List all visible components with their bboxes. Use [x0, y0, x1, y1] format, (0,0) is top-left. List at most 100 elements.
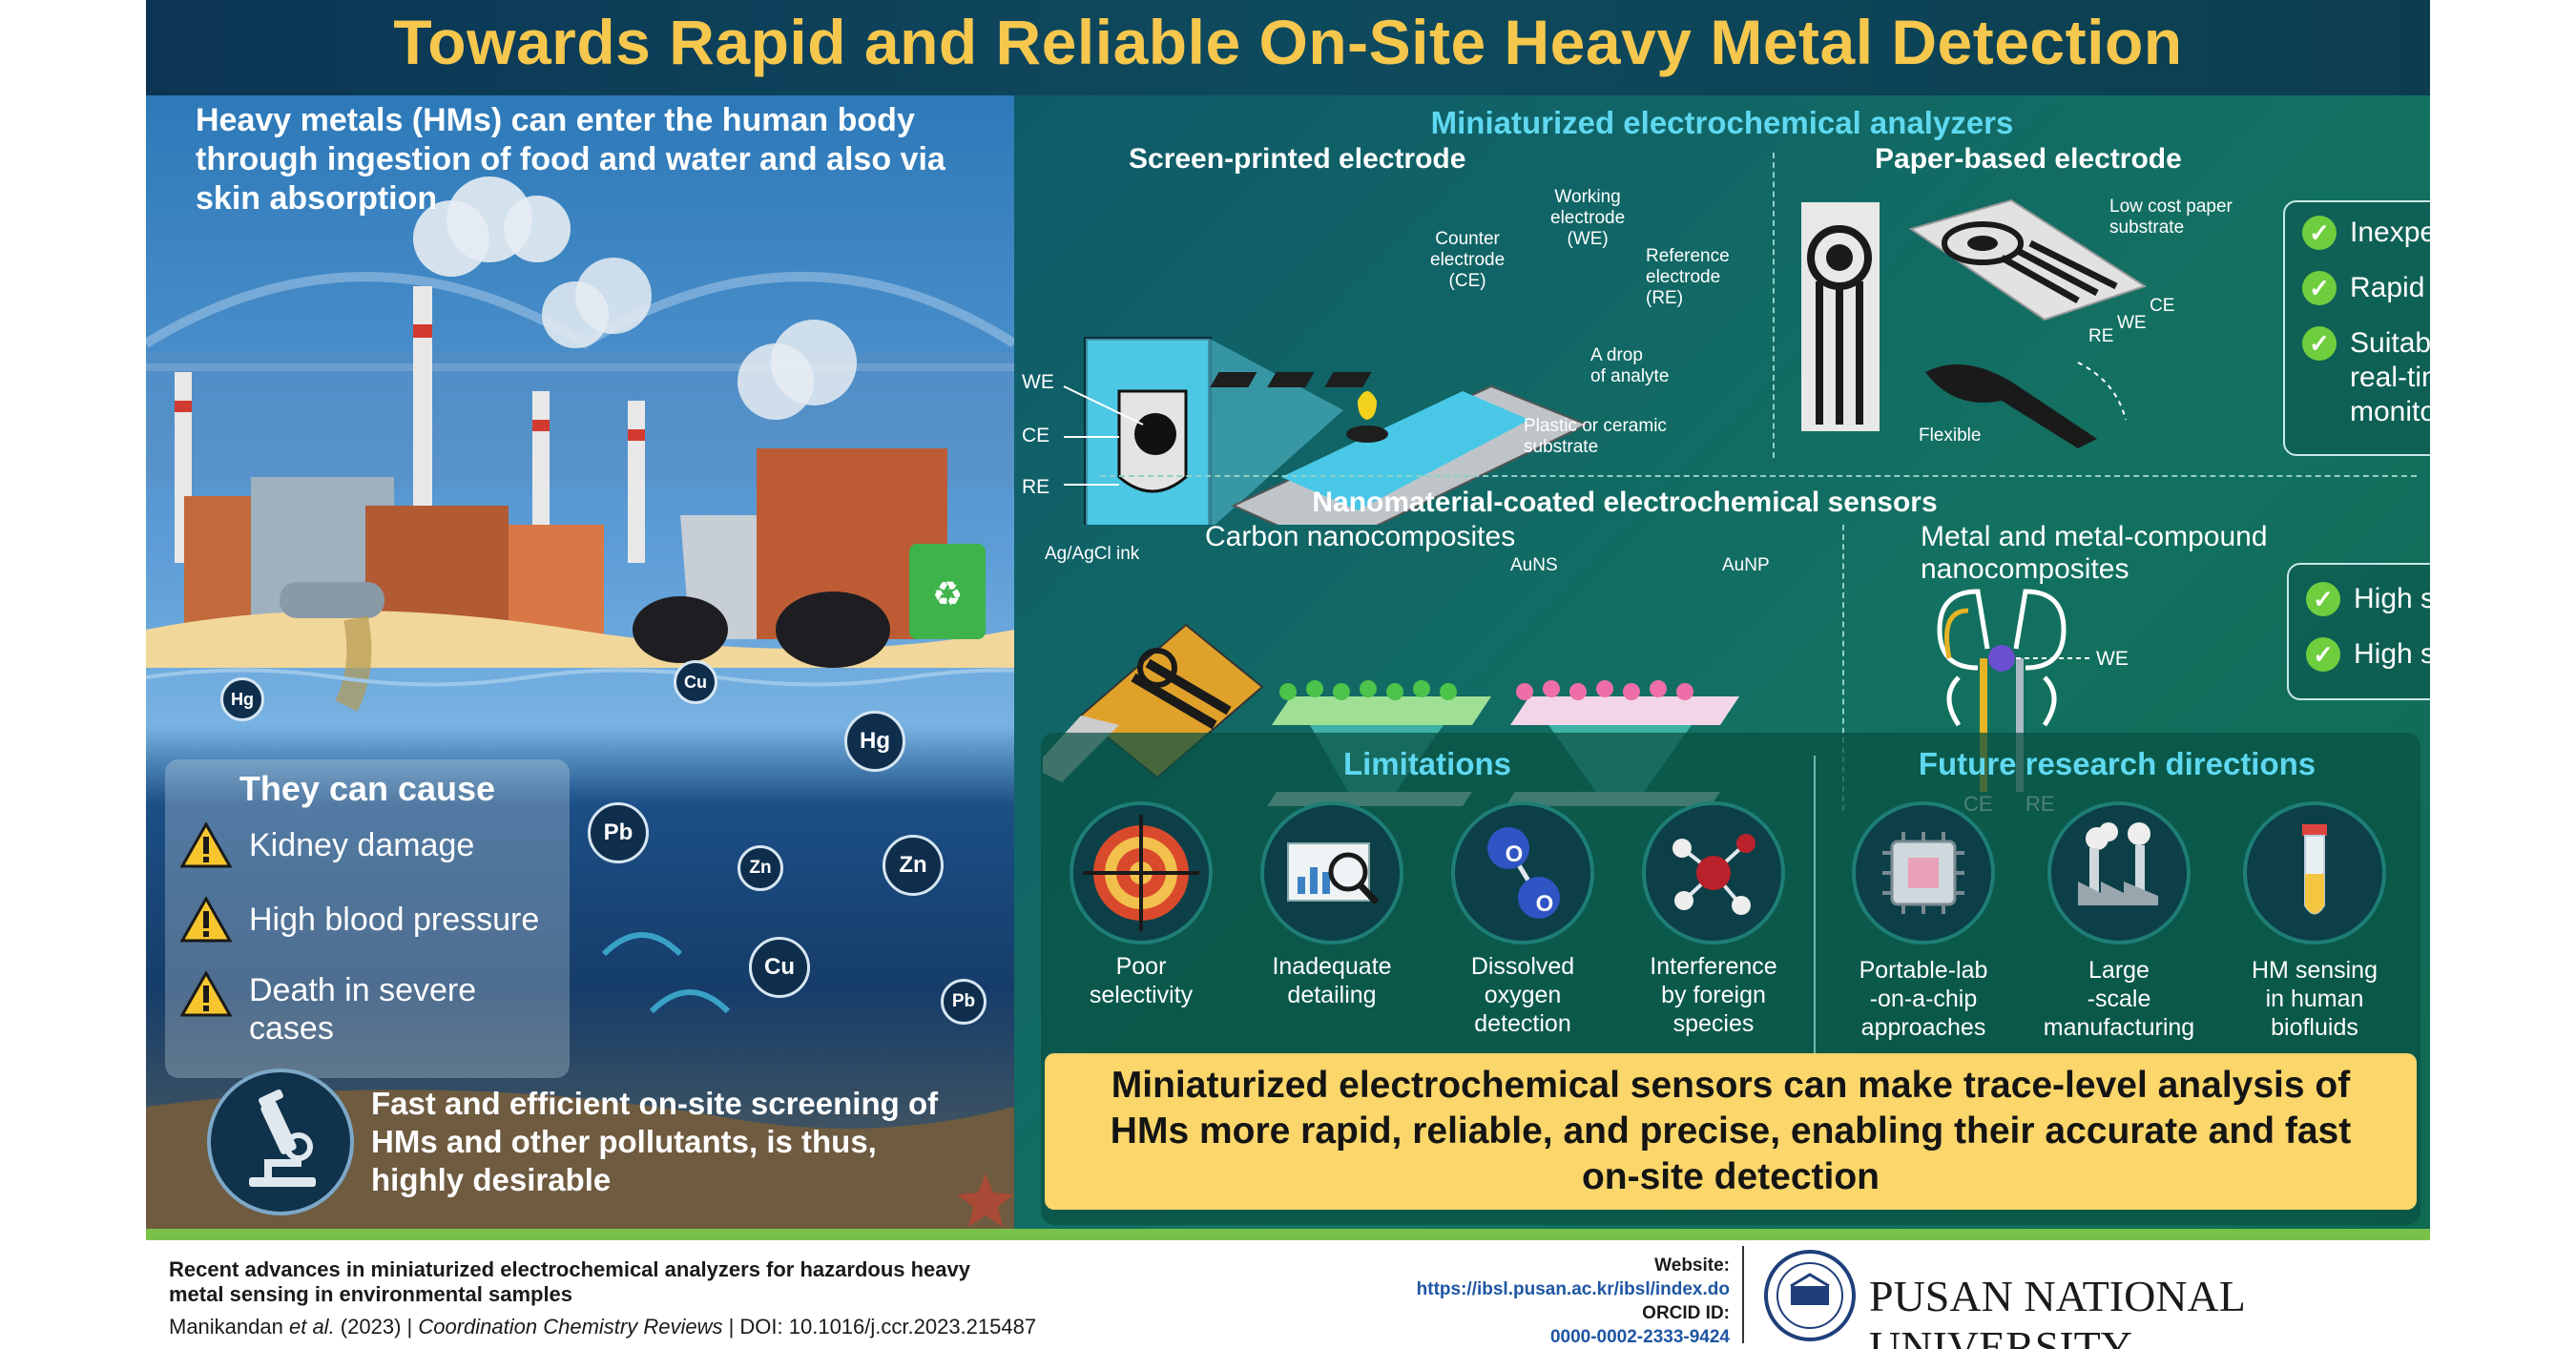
- label-line: Reference: [1646, 246, 1730, 266]
- benefit-text: High sensitivity: [2354, 638, 2430, 670]
- website-label: Website:: [1654, 1256, 1730, 1276]
- benefit-text: Inexpensive: [2350, 217, 2430, 248]
- nanoparticle-dots: [1279, 680, 1693, 700]
- label-line: substrate: [2109, 218, 2185, 238]
- right-panel: Miniaturized electrochemical analyzers S…: [1014, 95, 2430, 1240]
- orcid-link[interactable]: 0000-0002-2333-9424: [1549, 1327, 1730, 1347]
- screen-printed-electrode-illustration: [1063, 337, 1589, 525]
- caption-line: Dissolved: [1470, 953, 1575, 980]
- screening-line: HMs and other pollutants, is thus,: [371, 1124, 877, 1159]
- check-icon: ✓: [2302, 271, 2337, 305]
- benefit-line: Suitable for: [2350, 327, 2430, 359]
- check-icon: ✓: [2302, 326, 2337, 361]
- screening-line: Fast and efficient on-site screening of: [371, 1086, 939, 1121]
- warning-icon: [180, 971, 232, 1017]
- caption-line: oxygen: [1484, 982, 1562, 1008]
- label-line: (WE): [1567, 229, 1609, 249]
- benefit-text: Suitable forreal-timemonitoring: [2350, 326, 2430, 429]
- nano-benefits-box: ✓ High specificity ✓ High sensitivity: [2287, 563, 2430, 700]
- benefit-text: High specificity: [2354, 583, 2430, 614]
- label-line: A drop: [1590, 345, 1643, 365]
- benefit-item: ✓Inexpensive: [2302, 216, 2430, 250]
- paper-title-line: metal sensing in environmental samples: [169, 1282, 573, 1306]
- analyzers-header: Miniaturized electrochemical analyzers: [1430, 105, 2014, 140]
- future-header: Future research directions: [1918, 746, 2316, 781]
- conclusion-line: HMs more rapid, reliable, and precise, e…: [1110, 1110, 2352, 1152]
- spe-re-label: RE: [1022, 476, 1050, 498]
- spe-we-label: WE: [1022, 371, 1054, 393]
- flexible-label: Flexible: [1919, 425, 1982, 446]
- limitation-icon-circle: [1260, 801, 1403, 944]
- citation-authors: Manikandan: [169, 1315, 283, 1339]
- divider: [1842, 525, 1844, 811]
- ion-badge-zn: Zn: [737, 845, 783, 891]
- caption-line: Interference: [1650, 953, 1777, 980]
- paper-electrode-title: Paper-based electrode: [1875, 143, 2182, 175]
- label-line: (RE): [1646, 288, 1684, 308]
- conclusion-line: Miniaturized electrochemical sensors can…: [1111, 1065, 2351, 1106]
- warning-icon: [180, 822, 232, 868]
- ion-badge-cu: Cu: [749, 937, 810, 998]
- university-seal-logo: [1764, 1250, 1856, 1341]
- caption-line: detection: [1474, 1010, 1571, 1037]
- citation-etal: et al.: [282, 1315, 335, 1339]
- check-icon: ✓: [2306, 637, 2340, 672]
- citation-doi: | DOI: 10.1016/j.ccr.2023.215487: [722, 1315, 1037, 1339]
- label-line: Low cost paper: [2109, 197, 2233, 217]
- label-line: substrate: [1524, 437, 1599, 457]
- metal-sensor-illustration: [1937, 589, 2092, 792]
- divider: [1100, 475, 2417, 477]
- microscope-badge: [207, 1069, 354, 1215]
- limitation-icon-circle: [1070, 801, 1213, 944]
- caption-line: in human: [2265, 986, 2364, 1012]
- oxygen-atom-label: O: [1535, 891, 1554, 917]
- website-link[interactable]: https://ibsl.pusan.ac.kr/ibsl/index.do: [1416, 1279, 1730, 1299]
- factory-icon: [2078, 822, 2158, 905]
- carbon-nanocomposites-title: Carbon nanocomposites: [1205, 521, 1516, 552]
- cause-text: High blood pressure: [249, 902, 540, 938]
- benefits-list: ✓Inexpensive ✓Rapid detection ✓ Suitable…: [2302, 216, 2430, 429]
- nano-header: Nanomaterial-coated electrochemical sens…: [1312, 487, 1938, 518]
- data-analysis-icon: [1287, 842, 1380, 905]
- label-line: Counter: [1435, 229, 1500, 249]
- caption-line: -scale: [2087, 986, 2151, 1012]
- spe-ce-label: CE: [1022, 425, 1050, 446]
- future-icon-circle: [2243, 801, 2386, 944]
- limitation-icon-circle: [1642, 801, 1785, 944]
- metal-nanocomposites-title: Metal and metal-compound nanocomposites: [1921, 521, 2268, 585]
- auns-label: AuNS: [1510, 555, 1558, 575]
- paper-title-line: Recent advances in miniaturized electroc…: [169, 1257, 970, 1281]
- benefit-item: ✓ High sensitivity: [2306, 637, 2430, 672]
- ion-badge-pb: Pb: [588, 802, 649, 863]
- infographic-frame: Towards Rapid and Reliable On-Site Heavy…: [146, 0, 2430, 1240]
- benefits-list: ✓ High specificity ✓ High sensitivity: [2306, 582, 2430, 672]
- cause-item: Kidney damage: [180, 822, 539, 868]
- paper-title: Recent advances in miniaturized electroc…: [169, 1257, 970, 1307]
- paper-re-label: RE: [2088, 326, 2114, 346]
- future-icon-circle: [1852, 801, 1995, 944]
- label-line: electrode: [1430, 250, 1506, 270]
- page-title: Towards Rapid and Reliable On-Site Heavy…: [393, 7, 2183, 77]
- ion-badge-hg: Hg: [844, 711, 905, 772]
- test-tube-icon: [2302, 824, 2327, 915]
- caption-line: selectivity: [1089, 982, 1194, 1008]
- target-icon: [1083, 815, 1199, 931]
- industrial-scene-illustration: ♻: [146, 176, 1014, 1240]
- future-icon-circle: [2047, 801, 2191, 944]
- intro-line: Heavy metals (HMs) can enter the human b…: [196, 102, 915, 138]
- citation-journal: Coordination Chemistry Reviews: [418, 1315, 723, 1339]
- intro-line: through ingestion of food and water and …: [196, 141, 945, 177]
- intro-line: skin absorption: [196, 180, 438, 217]
- limitations-future-box: Limitations Future research directions: [1041, 733, 2420, 1225]
- caption-line: Large: [2088, 957, 2150, 984]
- contact-info: Website: https://ibsl.pusan.ac.kr/ibsl/i…: [1348, 1254, 1730, 1349]
- chip-icon: [1882, 832, 1964, 914]
